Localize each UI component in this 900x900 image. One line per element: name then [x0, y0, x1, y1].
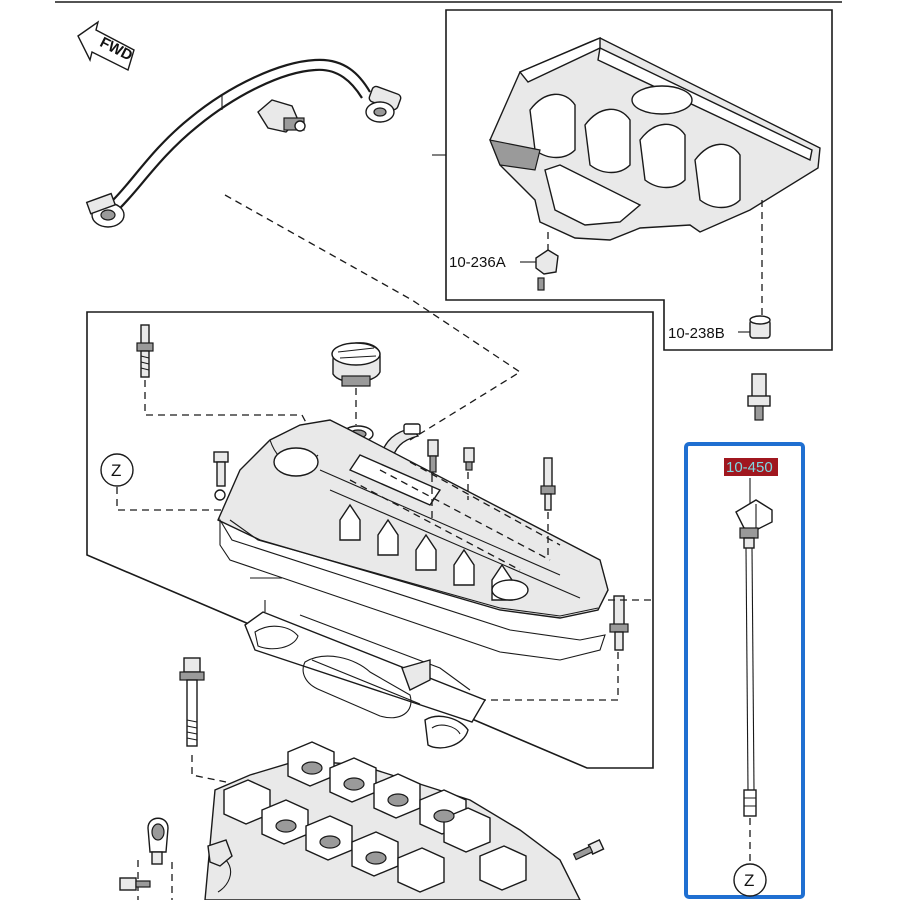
fwd-arrow-icon: FWD — [77, 20, 135, 71]
oil-filler-cap — [331, 342, 381, 387]
pcv-valve — [257, 99, 306, 133]
leader-dash — [470, 599, 652, 701]
dipstick-highlight-box — [684, 442, 805, 899]
leader-dash — [431, 472, 549, 560]
callout-10-450: 10-450 — [726, 459, 773, 476]
cover-stud — [747, 373, 771, 421]
bolt — [119, 877, 151, 891]
stud-bolt — [463, 447, 475, 471]
bolt — [213, 451, 229, 501]
stud-bolt — [136, 324, 154, 378]
engine-cover — [489, 36, 821, 241]
zone-marker-right: Z — [733, 863, 767, 897]
bracket-line — [250, 577, 282, 612]
leader-dash — [349, 461, 561, 571]
engine-cover-group-box — [445, 9, 833, 351]
engine-hanger — [147, 817, 169, 865]
zone-label: Z — [111, 461, 121, 480]
stud-bolt — [609, 595, 629, 651]
stud-bolt — [540, 457, 556, 511]
cover-gasket — [219, 518, 606, 661]
cylinder-head — [204, 741, 581, 900]
sensor — [207, 839, 233, 893]
head-bolt — [179, 657, 205, 747]
cover-clip — [535, 249, 559, 291]
leader-dash — [116, 487, 250, 511]
zone-label: Z — [744, 871, 754, 890]
head-cover-group-box — [86, 311, 654, 769]
callout-10-236A: 10-236A — [449, 254, 506, 271]
leader-dash — [224, 194, 522, 441]
oil-dipstick — [735, 499, 773, 817]
zone-marker-left: Z — [100, 453, 134, 487]
leader-dash — [144, 380, 311, 431]
bolt — [572, 839, 605, 861]
callout-10-238B: 10-238B — [668, 325, 725, 342]
leader-dash — [191, 755, 227, 783]
plug-hole-gasket — [244, 611, 487, 749]
cylinder-head-cover — [217, 419, 609, 619]
breather-nipple — [427, 439, 439, 473]
breather-hose — [85, 58, 402, 228]
callout-10-450-highlight — [724, 458, 778, 476]
cover-grommet — [749, 315, 771, 339]
